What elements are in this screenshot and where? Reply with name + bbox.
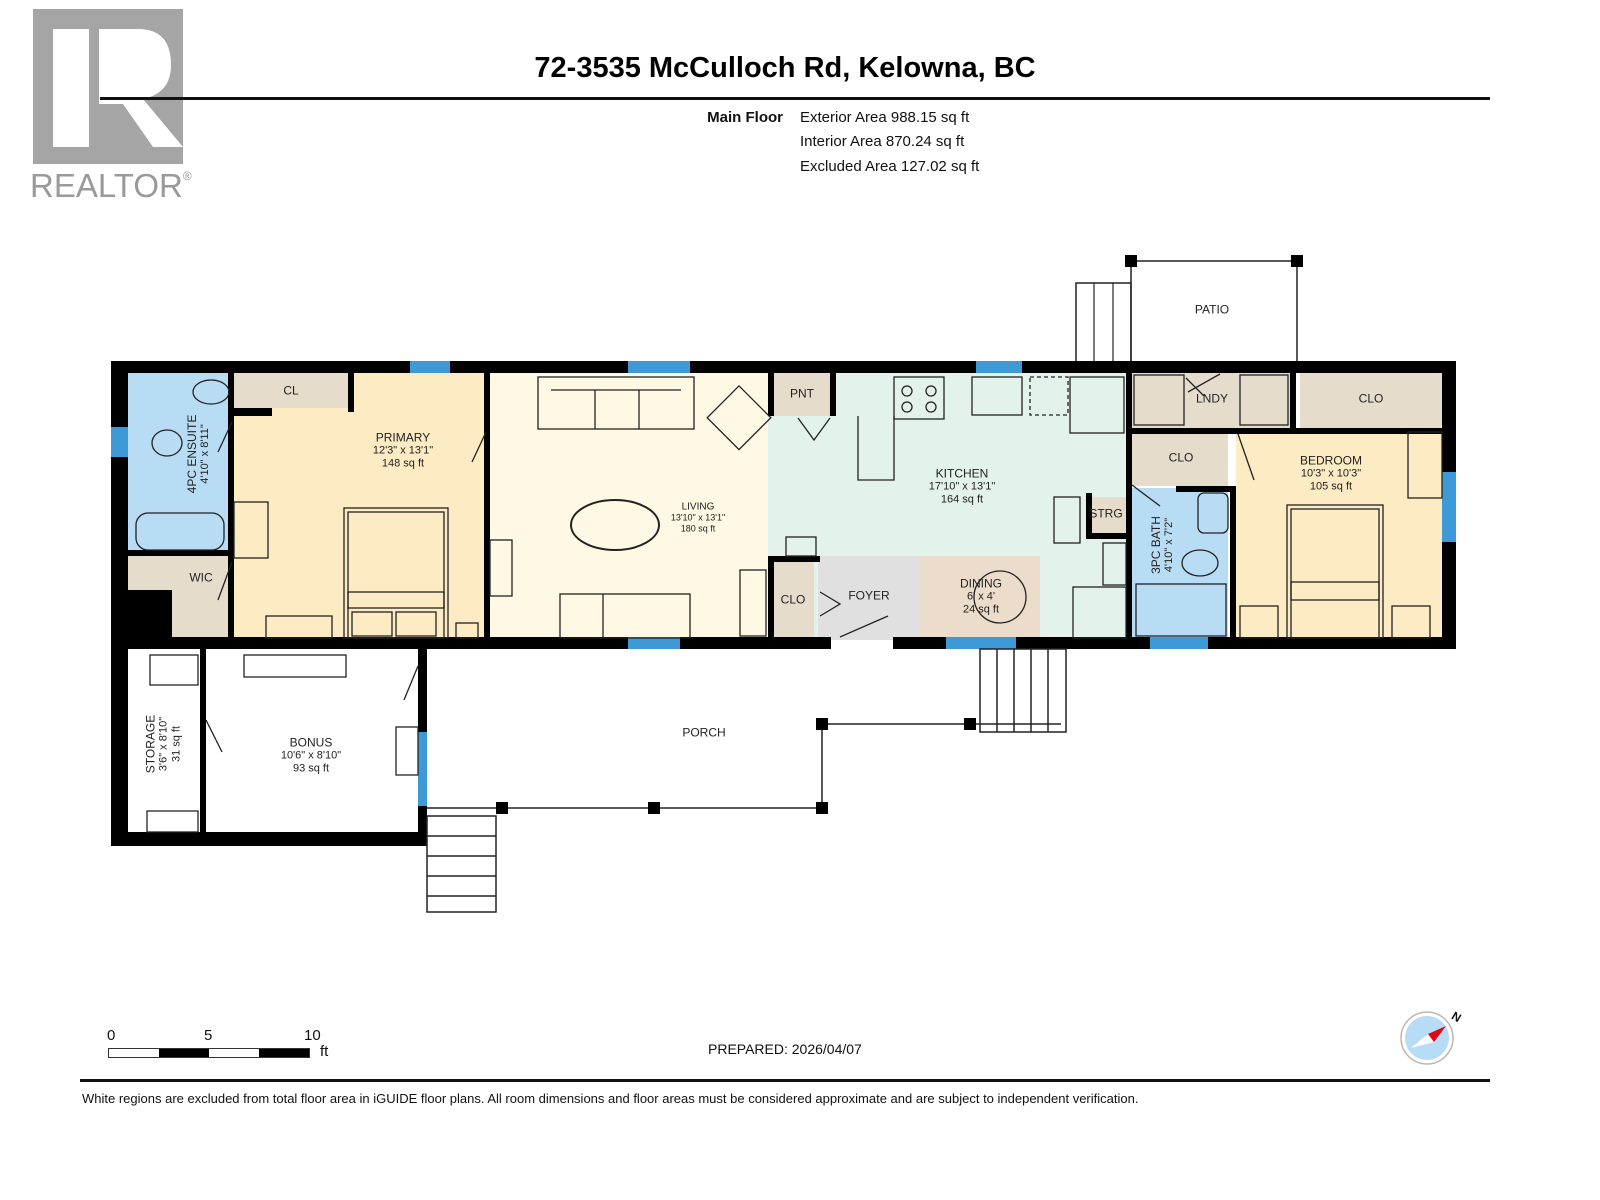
room-kitchen: KITCHEN 17'10" x 13'1" 164 sq ft xyxy=(928,466,996,507)
cl-name: CL xyxy=(283,383,299,398)
wic-name: WIC xyxy=(189,570,213,585)
exterior-area: Exterior Area 988.15 sq ft xyxy=(800,109,970,126)
bath-dims: 4'10" x 7'2" xyxy=(1163,517,1175,573)
kitchen-area: 164 sq ft xyxy=(940,493,984,506)
kitchen-name: KITCHEN xyxy=(935,466,989,481)
scale-bar xyxy=(108,1048,310,1058)
scale-label-5: 5 xyxy=(204,1027,213,1044)
room-clo-hall: CLO xyxy=(1168,450,1194,465)
scale-label-0: 0 xyxy=(107,1027,116,1044)
living-fill xyxy=(488,372,768,638)
excluded-area: Excluded Area 127.02 sq ft xyxy=(800,158,980,175)
page-title: 72-3535 McCulloch Rd, Kelowna, BC xyxy=(534,52,1036,84)
scale-unit: ft xyxy=(320,1043,329,1060)
living-name: LIVING xyxy=(681,501,715,513)
room-patio: PATIO xyxy=(1194,302,1230,317)
living-dims: 13'10" x 13'1" xyxy=(670,512,726,523)
bedroom-area: 105 sq ft xyxy=(1309,480,1353,493)
room-strg: STRG xyxy=(1089,506,1123,521)
furniture xyxy=(135,374,1443,833)
realtor-logo xyxy=(33,9,183,164)
dining-area: 24 sq ft xyxy=(962,603,1000,616)
scale-label-10: 10 xyxy=(304,1027,321,1044)
interior-area: Interior Area 870.24 sq ft xyxy=(800,133,965,150)
prepared-date: PREPARED: 2026/04/07 xyxy=(708,1041,862,1057)
room-bedroom: BEDROOM 10'3" x 10'3" 105 sq ft xyxy=(1299,453,1363,494)
primary-area: 148 sq ft xyxy=(381,457,425,470)
ensuite-fill xyxy=(128,372,228,552)
clo-hall-name: CLO xyxy=(1168,450,1194,465)
bonus-name: BONUS xyxy=(289,735,333,750)
doors xyxy=(205,373,1255,753)
bedroom-dims: 10'3" x 10'3" xyxy=(1300,467,1362,480)
room-living: LIVING 13'10" x 13'1" 180 sq ft xyxy=(671,502,725,535)
room-cl: CL xyxy=(283,383,299,398)
porch xyxy=(426,648,1067,913)
bath-name: 3PC BATH xyxy=(1149,516,1163,574)
clo-foyer-fill xyxy=(774,562,814,638)
patio xyxy=(1075,255,1303,363)
storage-name: STORAGE xyxy=(143,714,158,774)
porch-name: PORCH xyxy=(682,725,726,740)
primary-dims: 12'3" x 13'1" xyxy=(372,444,434,457)
foyer-name: FOYER xyxy=(848,588,890,603)
dining-dims: 6' x 4' xyxy=(966,590,996,603)
floor-label: Main Floor xyxy=(707,109,783,126)
footer-divider xyxy=(80,1079,1490,1082)
room-dining: DINING 6' x 4' 24 sq ft xyxy=(960,576,1002,617)
room-wic: WIC xyxy=(189,570,213,585)
primary-name: PRIMARY xyxy=(375,430,431,445)
room-bonus: BONUS 10'6" x 8'10" 93 sq ft xyxy=(280,735,342,776)
dining-fill xyxy=(920,556,1040,640)
strg-fill xyxy=(1090,497,1126,533)
clo-hall-fill xyxy=(1132,432,1228,486)
room-porch: PORCH xyxy=(682,725,726,740)
room-foyer: FOYER xyxy=(848,588,890,603)
disclaimer: White regions are excluded from total fl… xyxy=(82,1091,1139,1106)
strg-name: STRG xyxy=(1089,506,1123,521)
room-clo-bedroom: CLO xyxy=(1358,391,1384,406)
windows xyxy=(111,361,1456,806)
room-lndy: LNDY xyxy=(1195,391,1229,406)
pnt-name: PNT xyxy=(790,386,814,401)
realtor-wordmark: REALTOR® xyxy=(30,167,192,205)
clo-bedroom-fill xyxy=(1300,372,1442,430)
realtor-text: REALTOR xyxy=(30,167,183,204)
lndy-fill xyxy=(1132,372,1296,430)
patio-name: PATIO xyxy=(1194,302,1230,317)
clo-bedroom-name: CLO xyxy=(1358,391,1384,406)
room-ensuite: 4PC ENSUITE 4'10" x 8'11" xyxy=(185,414,212,494)
bath-fill xyxy=(1132,488,1228,638)
bonus-dims: 10'6" x 8'10" xyxy=(280,749,342,762)
compass-icon: N xyxy=(1398,1008,1464,1066)
pnt-fill xyxy=(774,372,834,416)
ensuite-dims: 4'10" x 8'11" xyxy=(199,424,211,484)
ensuite-name: 4PC ENSUITE xyxy=(185,414,199,494)
room-pnt: PNT xyxy=(790,386,814,401)
room-primary: PRIMARY 12'3" x 13'1" 148 sq ft xyxy=(372,430,434,471)
storage-area: 31 sq ft xyxy=(170,725,183,763)
clo-foyer-name: CLO xyxy=(780,592,806,607)
room-storage: STORAGE 3'6" x 8'10" 31 sq ft xyxy=(143,714,184,774)
bedroom-name: BEDROOM xyxy=(1299,453,1363,468)
title-divider xyxy=(100,97,1490,100)
lndy-name: LNDY xyxy=(1195,391,1229,406)
dining-name: DINING xyxy=(960,576,1002,591)
bonus-area: 93 sq ft xyxy=(292,762,330,775)
foyer-fill xyxy=(818,556,920,640)
kitchen-dims: 17'10" x 13'1" xyxy=(928,480,996,493)
storage-dims: 3'6" x 8'10" xyxy=(157,716,170,772)
room-clo-foyer: CLO xyxy=(780,592,806,607)
realtor-r-icon xyxy=(53,29,183,147)
living-area: 180 sq ft xyxy=(680,523,716,534)
room-bath: 3PC BATH 4'10" x 7'2" xyxy=(1149,516,1176,574)
primary-fill xyxy=(232,372,484,638)
registered-mark: ® xyxy=(182,169,192,183)
